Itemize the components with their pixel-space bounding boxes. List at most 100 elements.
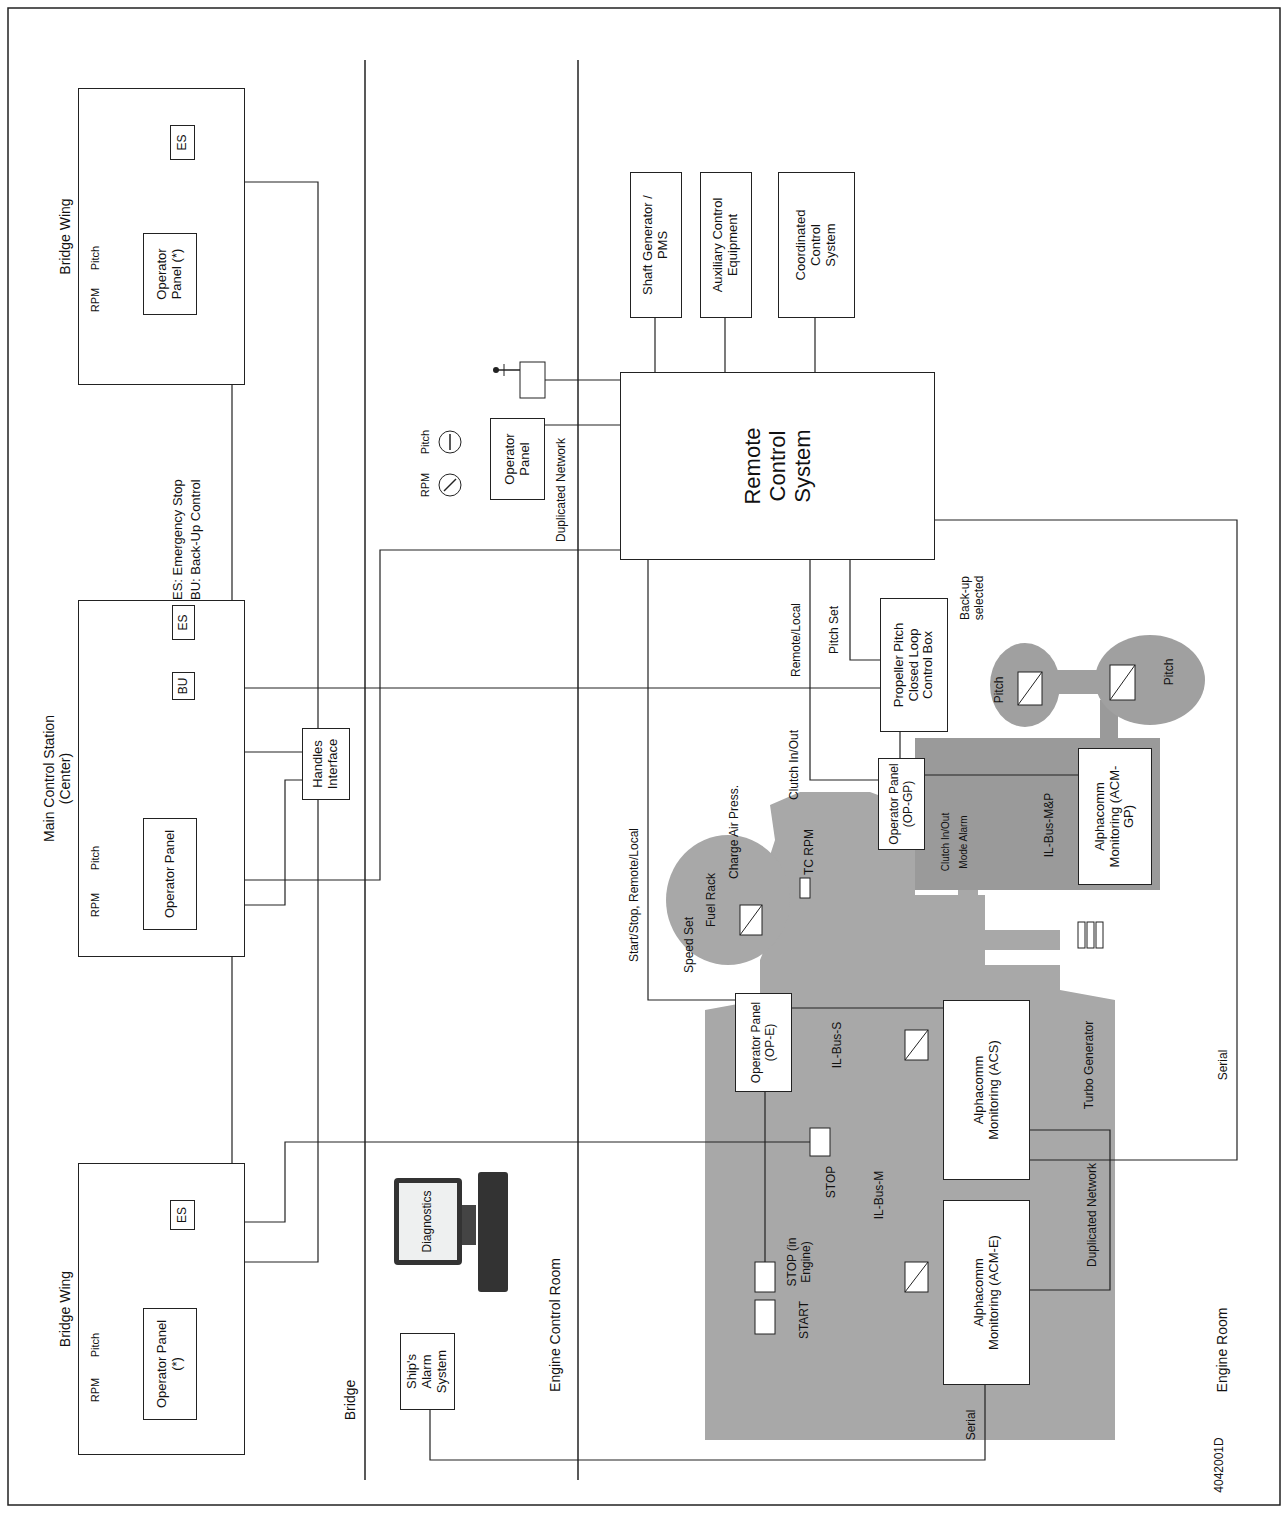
zone-title: Engine Room <box>1214 1308 1230 1393</box>
connector-line <box>648 560 735 1000</box>
connector-line <box>810 560 878 780</box>
connector-line <box>792 1007 943 1008</box>
process-box: Operator Panel (OP-E) <box>735 993 792 1092</box>
box-label: Auxiliary Control Equipment <box>711 181 741 309</box>
box-label: Operator Panel <box>163 830 178 918</box>
signal-label: BU: Back-Up Control <box>189 479 204 600</box>
button-label: BU <box>177 678 191 695</box>
signal-label: STOP <box>825 1166 839 1198</box>
signal-label: Clutch In/Out <box>940 813 952 871</box>
signal-wire <box>545 379 620 380</box>
process-box: Alphacomm Monitoring (ACS) <box>943 1000 1030 1180</box>
button-box: BU <box>172 672 195 700</box>
connector-line <box>935 520 1237 1160</box>
sensor-symbol <box>740 905 762 935</box>
station-box: Bridge WingOperator Panel (*)ES <box>78 1163 245 1455</box>
box-label: Alphacomm Monitoring (ACM-E) <box>972 1231 1002 1354</box>
button-label: ES <box>176 135 190 151</box>
box-label: Operator Panel (OP-GP) <box>888 762 916 846</box>
signal-label: Pitch <box>89 246 102 270</box>
lever-symbol <box>493 367 499 373</box>
valve-symbol <box>755 1262 775 1292</box>
connector-line <box>430 1385 985 1460</box>
zone-band: BridgeBridge WingOperator Panel (*)ESMai… <box>8 8 365 1505</box>
signal-wire <box>764 1092 765 1262</box>
signal-label: IL-Bus-M <box>873 1171 887 1220</box>
process-box: Shaft Generator / PMS <box>630 172 682 318</box>
box-label: Propeller Pitch Closed Loop Control Box <box>892 615 937 715</box>
signal-label: Turbo Generator <box>1083 1021 1097 1109</box>
signal-label: RPM <box>89 893 102 917</box>
station-box: Bridge WingOperator Panel (*)ES <box>78 88 245 385</box>
pitch-gauge <box>439 431 461 453</box>
propeller-silhouette <box>1095 635 1205 725</box>
connector-label: Duplicated Network <box>555 436 569 544</box>
signal-label: STOP (in Engine) <box>786 1235 814 1290</box>
station-title: Main Control Station (Center) <box>41 694 73 864</box>
box-label: Shaft Generator / PMS <box>641 193 671 297</box>
zone-band: Engine Room Remote Control System Shaft Ge… <box>578 8 1280 1505</box>
gauge-needle <box>449 434 451 450</box>
connector-line <box>195 687 880 688</box>
box-label: Handles Interface <box>311 733 341 795</box>
sensor-symbol <box>1018 672 1042 705</box>
connector-line <box>1030 1130 1110 1290</box>
sensor-symbol <box>905 1262 928 1292</box>
terminal-symbol <box>1087 922 1094 948</box>
signal-label: Pitch <box>89 846 102 870</box>
connector-label: IL-Bus-S <box>831 1022 845 1069</box>
signal-label: Fuel Rack <box>705 873 719 927</box>
connector-line <box>545 424 620 425</box>
button-label: ES <box>176 1207 190 1223</box>
page-frame <box>8 8 1280 1505</box>
zone-title: Bridge <box>342 1380 358 1420</box>
propeller-silhouette <box>990 643 1060 727</box>
rpm-gauge <box>439 474 461 496</box>
zone-divider <box>577 60 579 1480</box>
monitor-stand <box>462 1205 476 1245</box>
monitor-screen: Diagnostics <box>394 1178 462 1265</box>
process-box: Operator Panel (*) <box>143 1308 197 1420</box>
signal-label: START <box>798 1301 812 1339</box>
process-box: Coordinated Control System <box>778 172 855 318</box>
lever-symbol <box>520 362 545 398</box>
button-box: ES <box>170 125 195 160</box>
process-box: Operator Panel (OP-GP) <box>878 758 925 850</box>
signal-label: RPM <box>419 473 432 497</box>
station-title: Bridge Wing <box>57 198 73 274</box>
solenoid-symbol <box>810 1128 830 1156</box>
signal-label: TC RPM <box>803 829 817 875</box>
terminal-symbol <box>1078 922 1085 948</box>
gauge-needle <box>444 479 456 491</box>
box-label: Operator Panel (*) <box>155 1313 185 1415</box>
process-box: Propeller Pitch Closed Loop Control Box <box>880 598 948 732</box>
connector-line <box>724 318 725 372</box>
sensor-symbol <box>1018 672 1042 705</box>
gearbox-silhouette <box>915 738 1160 890</box>
signal-label: Pitch <box>993 677 1007 704</box>
zone-divider <box>364 60 366 1480</box>
button-box: ES <box>170 1200 195 1230</box>
button-label: ES <box>177 615 191 631</box>
sensor-symbol <box>905 1262 928 1292</box>
signal-label: ES: Emergency Stop <box>171 479 186 600</box>
shaft-silhouette <box>958 890 978 970</box>
signal-label: RPM <box>89 288 102 312</box>
sensor-symbol <box>905 1030 928 1060</box>
zone-title: Engine Control Room <box>547 1258 563 1392</box>
process-box: Remote Control System <box>620 372 935 560</box>
signal-label: Charge Air Press. <box>728 785 742 879</box>
signal-label: Pitch <box>89 1333 102 1357</box>
sensor-symbol <box>1110 665 1135 700</box>
sensor-symbol <box>740 905 762 935</box>
signal-label: Mode Alarm <box>958 815 970 868</box>
keyboard-symbol <box>478 1172 508 1292</box>
lever-symbol <box>504 364 505 376</box>
station-box: Main Control Station (Center)Operator Pa… <box>78 600 245 957</box>
box-label: Operator Panel <box>503 423 533 495</box>
connector-label: Clutch In/Out <box>788 730 802 800</box>
connector-label: Pitch Set <box>828 606 842 654</box>
connector-line <box>197 550 620 880</box>
process-box: Ship's Alarm System <box>400 1333 455 1410</box>
